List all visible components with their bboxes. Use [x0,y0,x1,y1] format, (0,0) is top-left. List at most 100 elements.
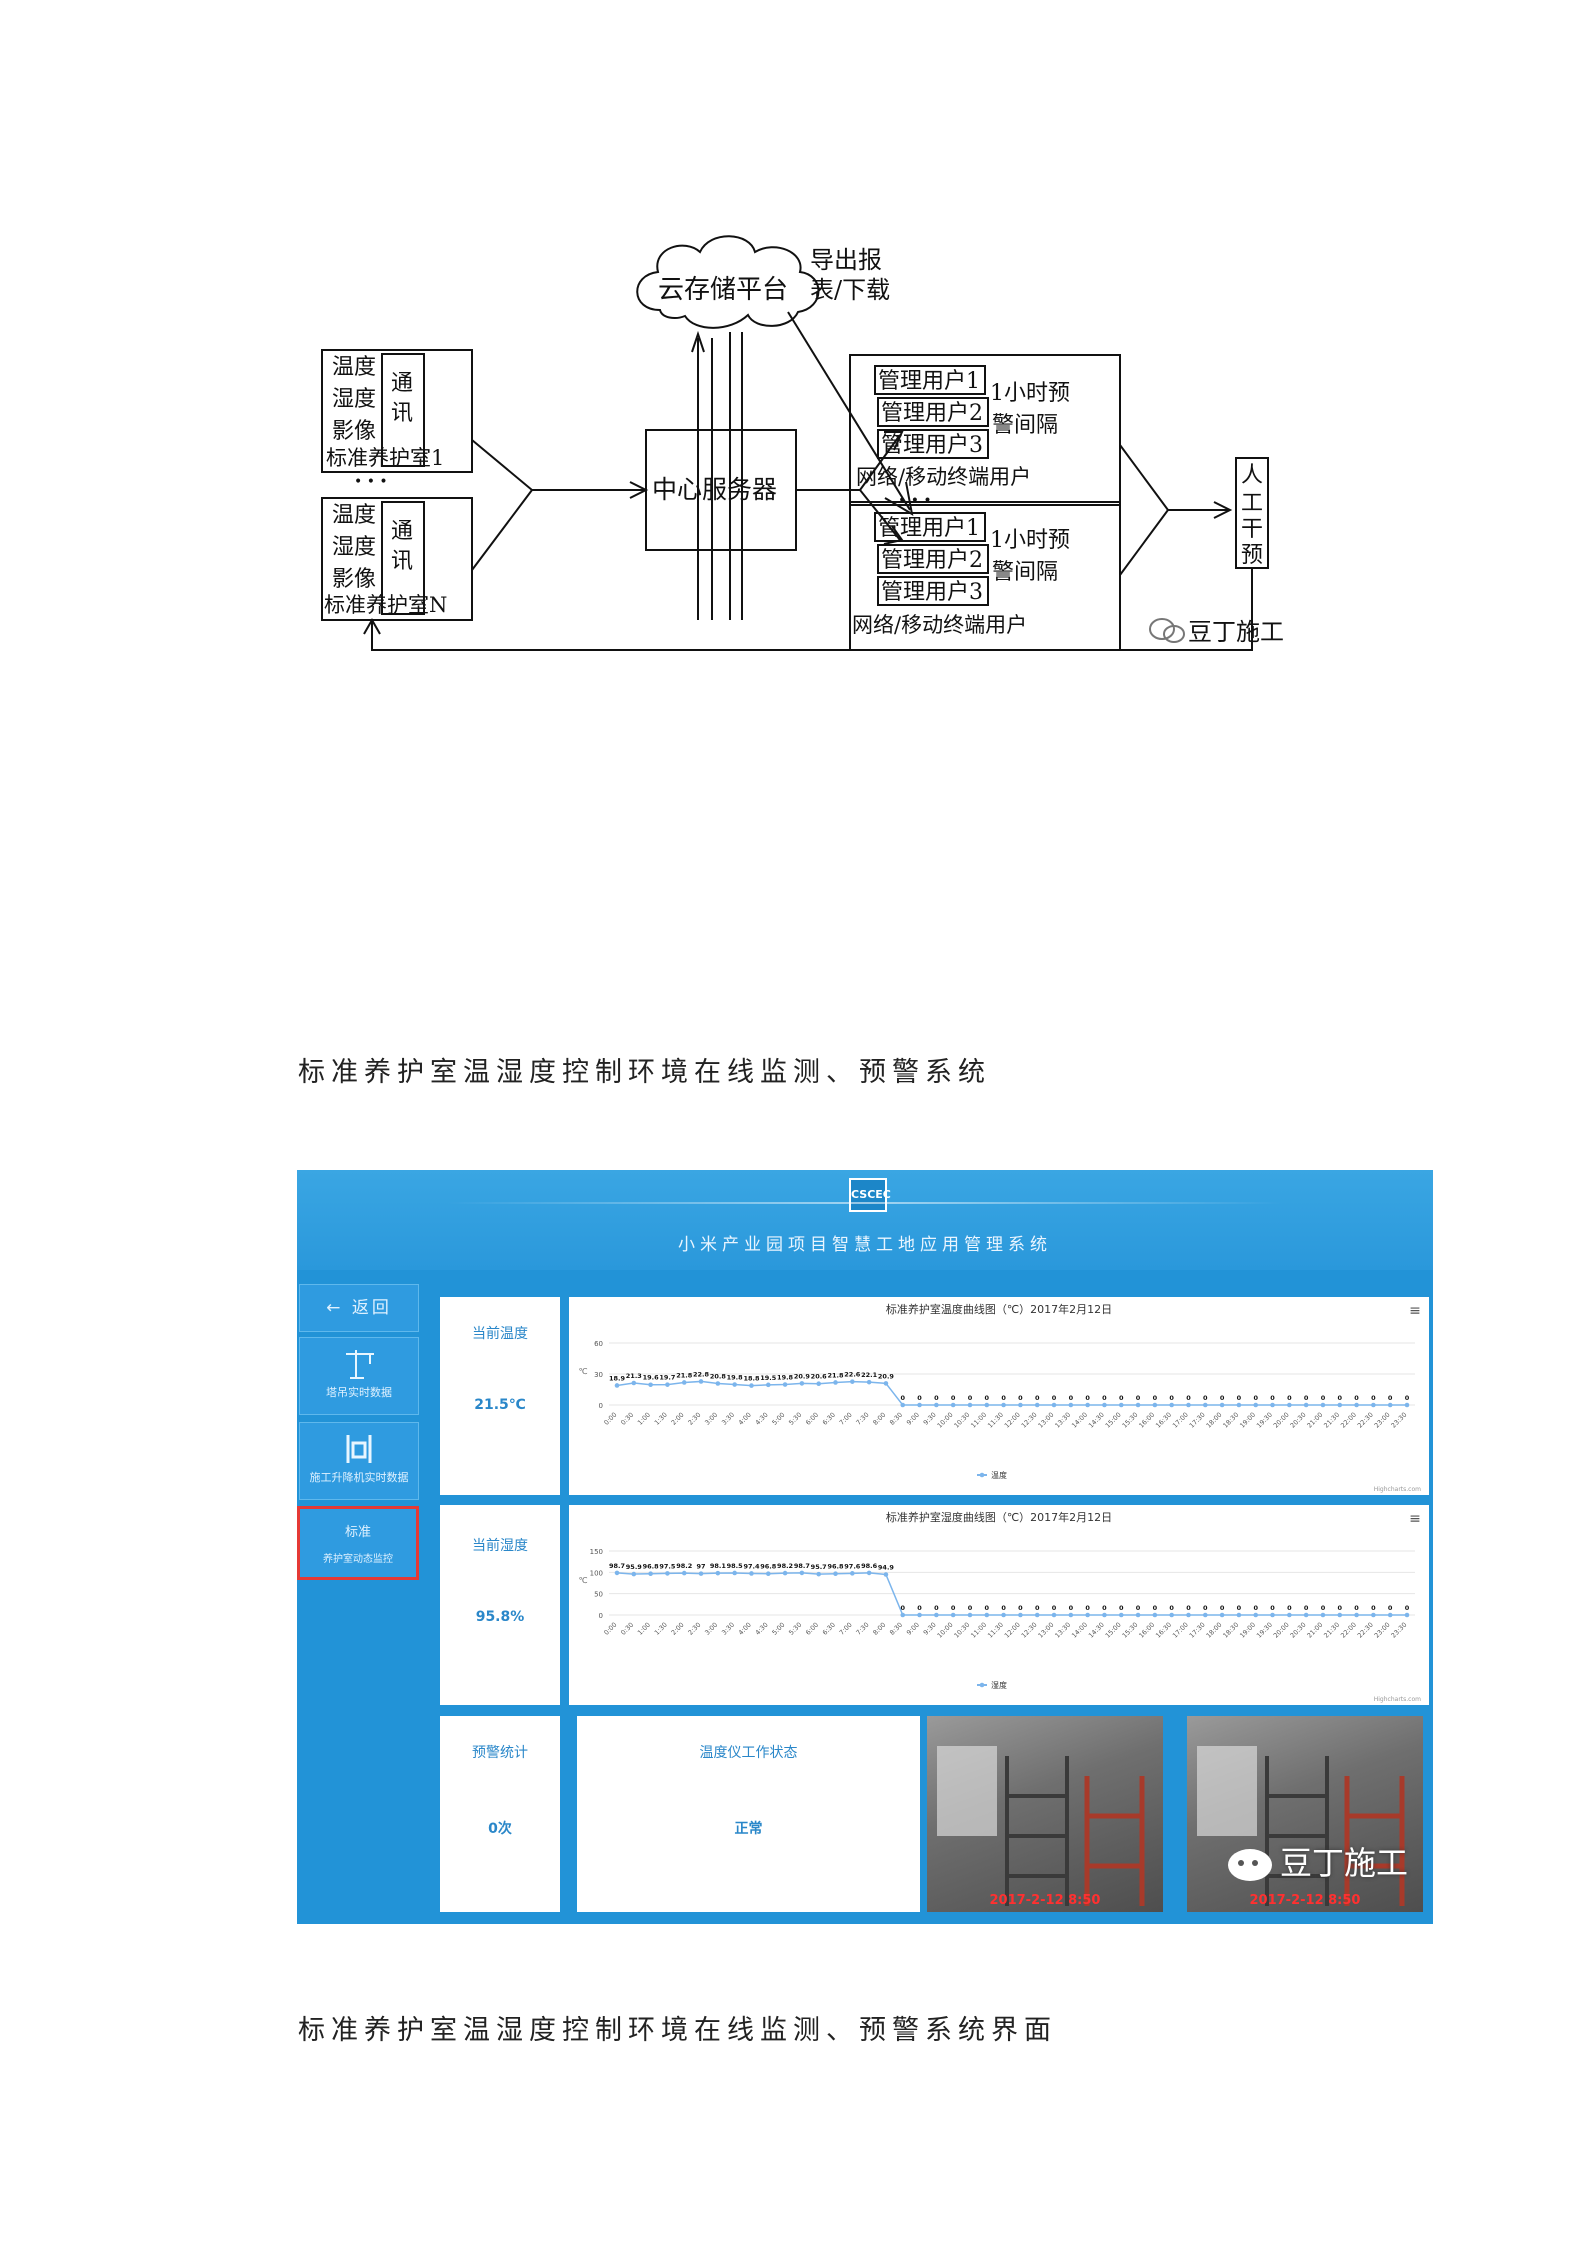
nav-curing-room[interactable]: 标准 养护室动态监控 [297,1506,419,1580]
data-label: 0 [1388,1394,1393,1402]
chart-menu-icon[interactable]: ≡ [1409,1303,1421,1319]
data-point [715,1570,721,1576]
data-point [665,1382,670,1387]
data-point [1387,1612,1393,1618]
data-label: 18.8 [743,1375,760,1383]
y-axis-label: ℃ [579,1367,588,1376]
data-point [883,1381,889,1386]
data-label: 0 [1035,1394,1040,1402]
group-dots: • • • [898,493,932,509]
x-tick-label: 16:30 [1154,1621,1173,1640]
x-tick-label: 0:30 [619,1411,635,1427]
data-label: 0 [1354,1604,1359,1612]
data-point [1303,1612,1309,1618]
camera-scene-2 [1197,1746,1405,1906]
chart-title: 标准养护室湿度曲线图（℃）2017年2月12日 [886,1510,1112,1524]
room1-sensor-temp: 温度 [332,355,376,380]
x-tick-label: 4:30 [754,1621,770,1637]
x-tick-label: 2:30 [686,1411,702,1427]
data-point [614,1383,620,1388]
data-point [782,1382,788,1387]
y-tick-label: 150 [590,1548,603,1556]
nav-hoist[interactable]: 施工升降机实时数据 [299,1422,419,1500]
data-label: 0 [1119,1394,1124,1402]
x-tick-label: 8:00 [871,1621,887,1637]
group1-user3: 管理用户3 [881,433,983,458]
x-tick-label: 15:00 [1104,1621,1123,1640]
data-label: 21.8 [827,1371,844,1379]
group1-interval-1: 1小时预 [990,381,1070,406]
alarm-card: 预警统计 0次 [440,1716,560,1912]
data-point [833,1571,838,1576]
room1-comm-2: 讯 [391,401,413,426]
x-tick-label: 3:00 [703,1621,719,1637]
data-label: 18.9 [609,1374,626,1382]
data-label: 0 [934,1394,939,1402]
data-point [1152,1402,1158,1408]
data-point [833,1380,838,1385]
diagram-caption: 标准养护室温湿度控制环境在线监测、预警系统 [298,1057,991,1088]
manual-char-3: 干 [1241,517,1263,542]
x-tick-label: 17:30 [1188,1621,1207,1640]
diagram-watermark: 豆丁施工 [1188,618,1284,646]
data-label: 95.9 [626,1563,643,1571]
data-point [1135,1402,1141,1408]
x-tick-label: 3:30 [720,1621,736,1637]
x-tick-label: 20:30 [1289,1621,1308,1640]
x-tick-label: 13:00 [1037,1621,1056,1640]
camera-1-timestamp: 2017-2-12 8:50 [989,1893,1101,1908]
manual-char-2: 工 [1241,491,1263,516]
data-label: 22.1 [861,1371,878,1379]
x-tick-label: 8:30 [888,1411,904,1427]
data-label: 0 [1052,1394,1057,1402]
x-tick-label: 3:00 [703,1411,719,1427]
data-point [698,1379,704,1384]
group1-user2: 管理用户2 [881,401,983,426]
data-point [967,1612,973,1618]
roomN-sensor-hum: 湿度 [332,535,376,560]
x-tick-label: 1:00 [636,1621,652,1637]
camera-feed-1[interactable]: 2017-2-12 8:50 [927,1716,1163,1912]
x-tick-label: 5:00 [771,1411,787,1427]
back-button[interactable]: ← 返回 [299,1284,419,1332]
x-tick-label: 23:00 [1373,1621,1392,1640]
data-label: 96.8 [760,1563,777,1571]
data-point [1051,1402,1057,1408]
data-point [648,1571,653,1576]
data-point [732,1570,737,1576]
data-point [614,1570,620,1576]
data-point [1320,1402,1326,1408]
chart-menu-icon[interactable]: ≡ [1409,1511,1421,1527]
camera-feed-2[interactable]: 2017-2-12 8:50 [1187,1716,1423,1912]
data-label: 0 [1069,1604,1074,1612]
x-tick-label: 15:00 [1104,1411,1123,1430]
y-tick-label: 30 [594,1371,603,1379]
data-label: 98.7 [609,1562,625,1570]
data-point [1001,1612,1006,1618]
data-point [1202,1402,1208,1408]
nav-tower-crane[interactable]: 塔吊实时数据 [299,1337,419,1415]
data-point [1118,1402,1124,1408]
data-label: 0 [1136,1394,1141,1402]
data-label: 22.8 [693,1370,710,1378]
x-tick-label: 6:00 [804,1621,820,1637]
data-point [1169,1612,1174,1618]
x-tick-label: 21:30 [1322,1411,1341,1430]
data-label: 0 [1338,1394,1343,1402]
x-tick-label: 4:00 [737,1621,753,1637]
x-tick-label: 1:30 [653,1411,669,1427]
x-tick-label: 22:30 [1356,1621,1375,1640]
x-tick-label: 7:30 [855,1621,871,1637]
x-tick-label: 3:30 [720,1411,736,1427]
data-point [799,1381,805,1386]
chart-title: 标准养护室温度曲线图（℃）2017年2月12日 [886,1302,1112,1316]
x-tick-label: 13:30 [1053,1411,1072,1430]
data-point [1371,1612,1376,1618]
data-label: 0 [1237,1604,1242,1612]
data-label: 20.9 [878,1372,895,1380]
y-tick-label: 0 [599,1612,603,1620]
x-tick-label: 0:00 [602,1411,618,1427]
data-label: 0 [1388,1604,1393,1612]
roomN-sensor-temp: 温度 [332,503,376,528]
data-label: 21.3 [626,1372,642,1380]
